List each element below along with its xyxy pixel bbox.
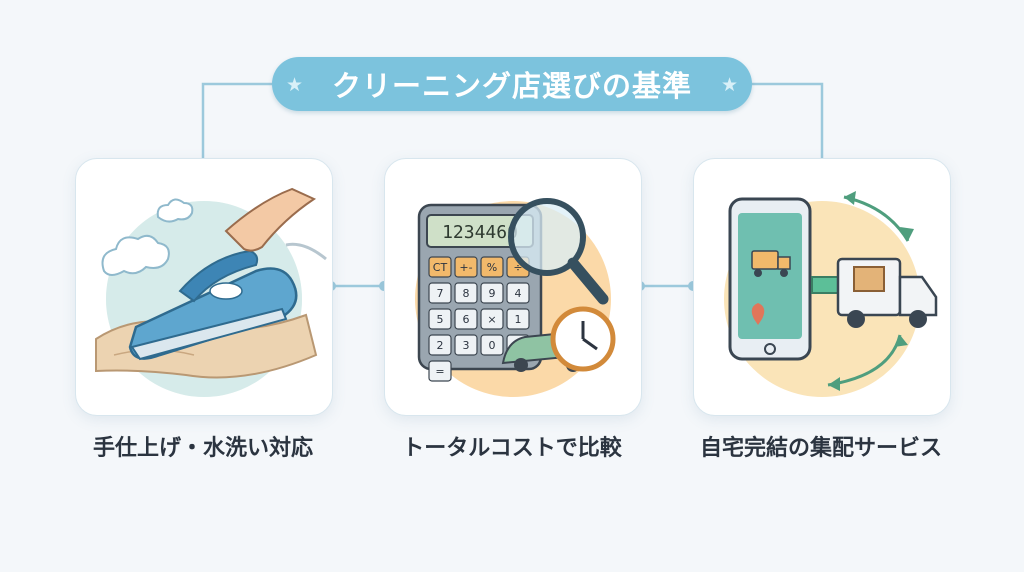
calculator-key	[454, 334, 478, 356]
calculator-key-label: ×	[487, 313, 496, 326]
calculator-key-label: 2	[437, 339, 444, 352]
calculator-key	[454, 256, 478, 278]
calculator-key-label: CT	[433, 261, 448, 274]
calculator-key	[506, 282, 530, 304]
iron-icon	[95, 187, 327, 397]
calculator-key-label: 8	[463, 287, 470, 300]
criterion-label: 手仕上げ・水洗い対応	[92, 436, 313, 461]
calculator-key-label: =	[435, 365, 444, 378]
calculator-key	[428, 334, 452, 356]
calculator-key-label: 9	[489, 287, 496, 300]
calculator-key	[480, 308, 504, 330]
calculator-display: 1234460	[442, 222, 518, 243]
connector-title-right	[752, 82, 824, 158]
calculator-key	[428, 282, 452, 304]
criterion-label: 自宅完結の集配サービス	[699, 436, 942, 461]
calculator-key-label: 0	[489, 339, 496, 352]
calculator-key	[480, 334, 504, 356]
calculator-key	[454, 282, 478, 304]
delivery-icon	[724, 191, 938, 397]
criterion-card-home-delivery	[693, 158, 951, 416]
calculator-key-label: 6	[463, 313, 470, 326]
criterion-label: トータルコストで比較	[402, 436, 622, 461]
star-icon: ★	[720, 74, 738, 96]
calculator-key	[506, 308, 530, 330]
calculator-key-label: 7	[437, 287, 444, 300]
connector-title-left	[201, 82, 272, 158]
calculator-key-label: %	[487, 261, 497, 274]
calculator-key	[480, 256, 504, 278]
calculator-key	[428, 308, 452, 330]
diagram-title: クリーニング店選びの基準	[331, 69, 692, 103]
calculator-key-label: 4	[515, 287, 522, 300]
star-icon: ★	[286, 74, 304, 96]
calculator-key	[454, 308, 478, 330]
calculator-key-label: 1	[515, 313, 522, 326]
calculator-key-label: ÷	[513, 261, 522, 274]
calculator-key	[428, 256, 452, 278]
criterion-card-hand-finish	[75, 158, 333, 416]
calculator-key-label: 3	[463, 339, 470, 352]
calculator-key	[480, 282, 504, 304]
calculator-key-label: 5	[437, 313, 444, 326]
calculator-key	[428, 360, 452, 382]
title-banner: ★ クリーニング店選びの基準 ★	[272, 57, 752, 111]
calculator-key-label: +-	[459, 261, 472, 274]
